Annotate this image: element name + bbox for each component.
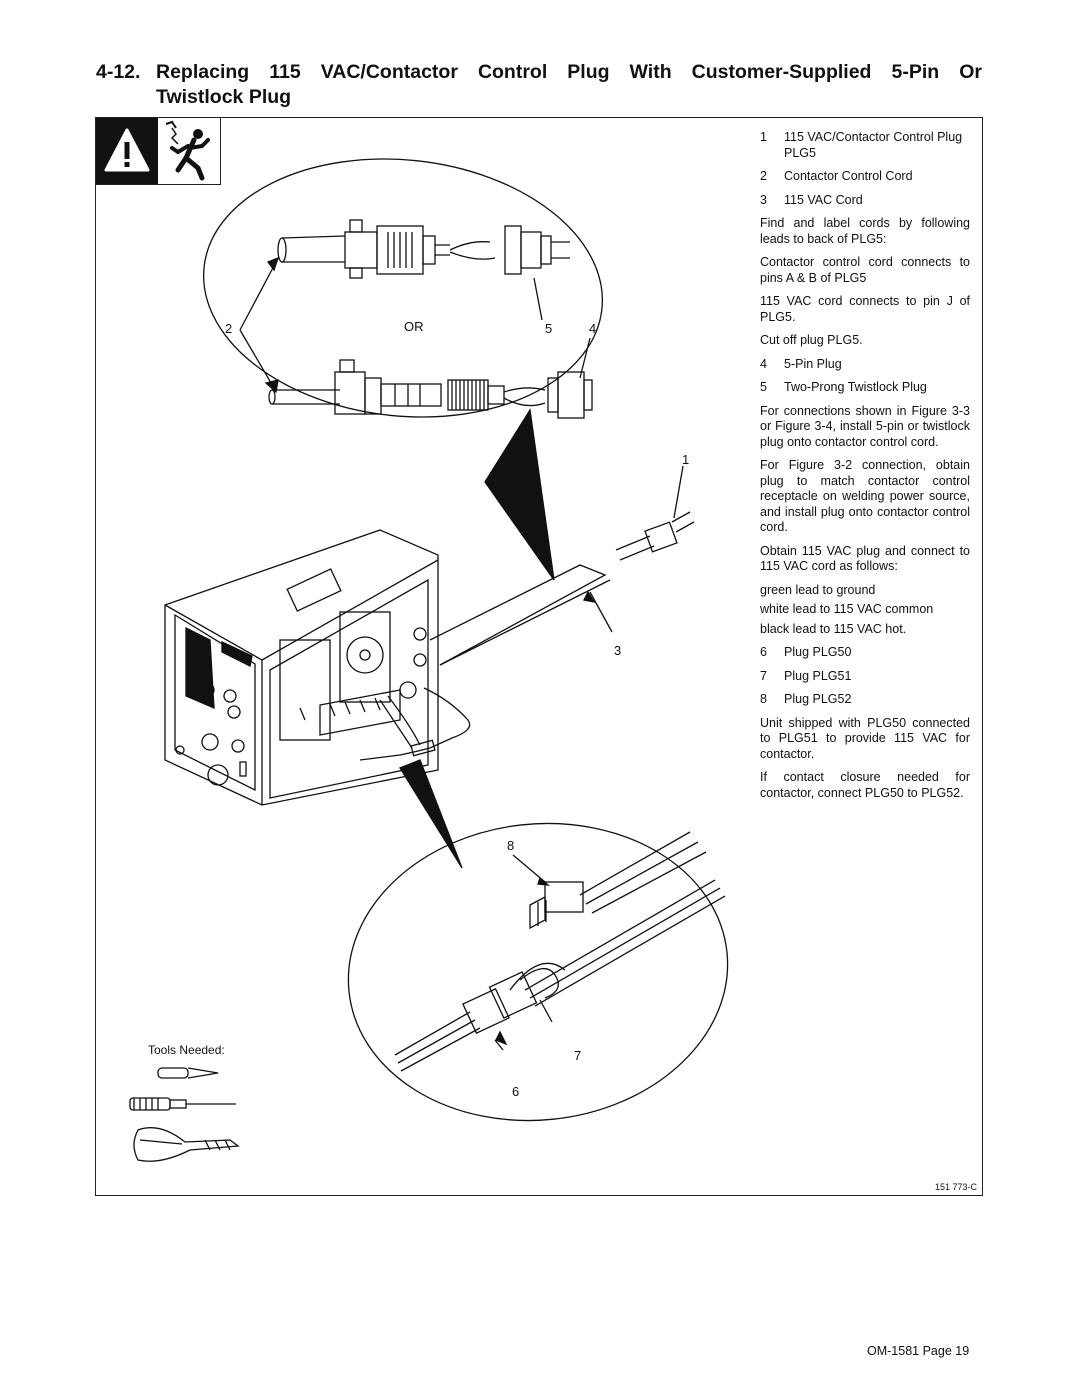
callout-3: 3 (614, 643, 622, 658)
title-word: Plug (567, 61, 610, 83)
title-word: Control (477, 61, 548, 83)
hazard-symbol-box (95, 117, 221, 185)
electric-shock-icon (165, 120, 210, 181)
title-line-2: Twistlock Plug (156, 86, 292, 108)
instruction-paragraph: If contact closure needed for contactor,… (760, 770, 970, 800)
lower-detail-ellipse (347, 822, 729, 1122)
instruction-paragraph: For Figure 3-2 connection, obtain plug t… (760, 458, 970, 534)
twistlock-plug-drawing (504, 225, 570, 275)
title-word: VAC/Contactor (320, 61, 458, 83)
wiring-line: black lead to 115 VAC hot. (760, 621, 907, 636)
upper-detail-ellipse (202, 158, 604, 418)
instruction-paragraph: Obtain 115 VAC plug and connect to 115 V… (760, 543, 970, 574)
instruction-paragraph: 115 VAC cord connects to pin J of PLG5. (760, 294, 970, 324)
wiring-line: green lead to ground (760, 582, 876, 597)
five-pin-plug-drawing (268, 359, 593, 419)
callout-7: 7 (574, 1048, 582, 1063)
instruction-paragraph: Contactor control cord connects to pins … (760, 255, 970, 285)
title-word: Customer-Supplied (691, 61, 872, 83)
title-word: Or (959, 61, 982, 83)
section-number: 4-12. (96, 61, 141, 83)
callout-5: 5 (545, 321, 553, 336)
wiring-line: white lead to 115 VAC common (760, 602, 934, 616)
figure-frame (95, 117, 983, 1196)
callout-2: 2 (225, 321, 233, 336)
figure-number: 151 773-C (935, 1182, 978, 1192)
callout-8: 8 (507, 838, 515, 853)
title-word: Replacing (156, 61, 250, 83)
instruction-paragraph: Cut off plug PLG5. (760, 333, 863, 347)
screwdriver-icon (129, 1097, 236, 1111)
plg5-plug-drawing (277, 219, 496, 279)
instruction-paragraph: Find and label cords by following leads … (760, 216, 970, 246)
warning-panel (96, 118, 158, 184)
title-word: 115 (269, 61, 301, 83)
plg52-connector-drawing (512, 831, 707, 930)
callout-1: 1 (682, 452, 690, 467)
wire-crimper-icon (133, 1127, 240, 1162)
instruction-paragraph: Unit shipped with PLG50 connected to PLG… (760, 715, 970, 761)
tools-needed-label: Tools Needed: (148, 1043, 225, 1057)
warning-triangle-icon (104, 128, 150, 172)
page-footer: OM-1581 Page 19 (867, 1344, 970, 1358)
title-word: With (629, 61, 672, 83)
instruction-paragraph: For connections shown in Figure 3-3 or F… (760, 403, 970, 449)
title-word: 5-Pin (891, 61, 940, 83)
knife-icon (157, 1067, 219, 1079)
machine-cabinet-drawing (164, 529, 439, 806)
callout-or: OR (404, 319, 424, 334)
plg5-small-drawing (615, 465, 695, 561)
callout-6: 6 (512, 1084, 520, 1099)
callout-4: 4 (589, 321, 597, 336)
title-line-1: Replacing 115 VAC/Contactor Control Plug… (156, 60, 982, 85)
plg50-plg51-connector-drawing (394, 879, 726, 1072)
